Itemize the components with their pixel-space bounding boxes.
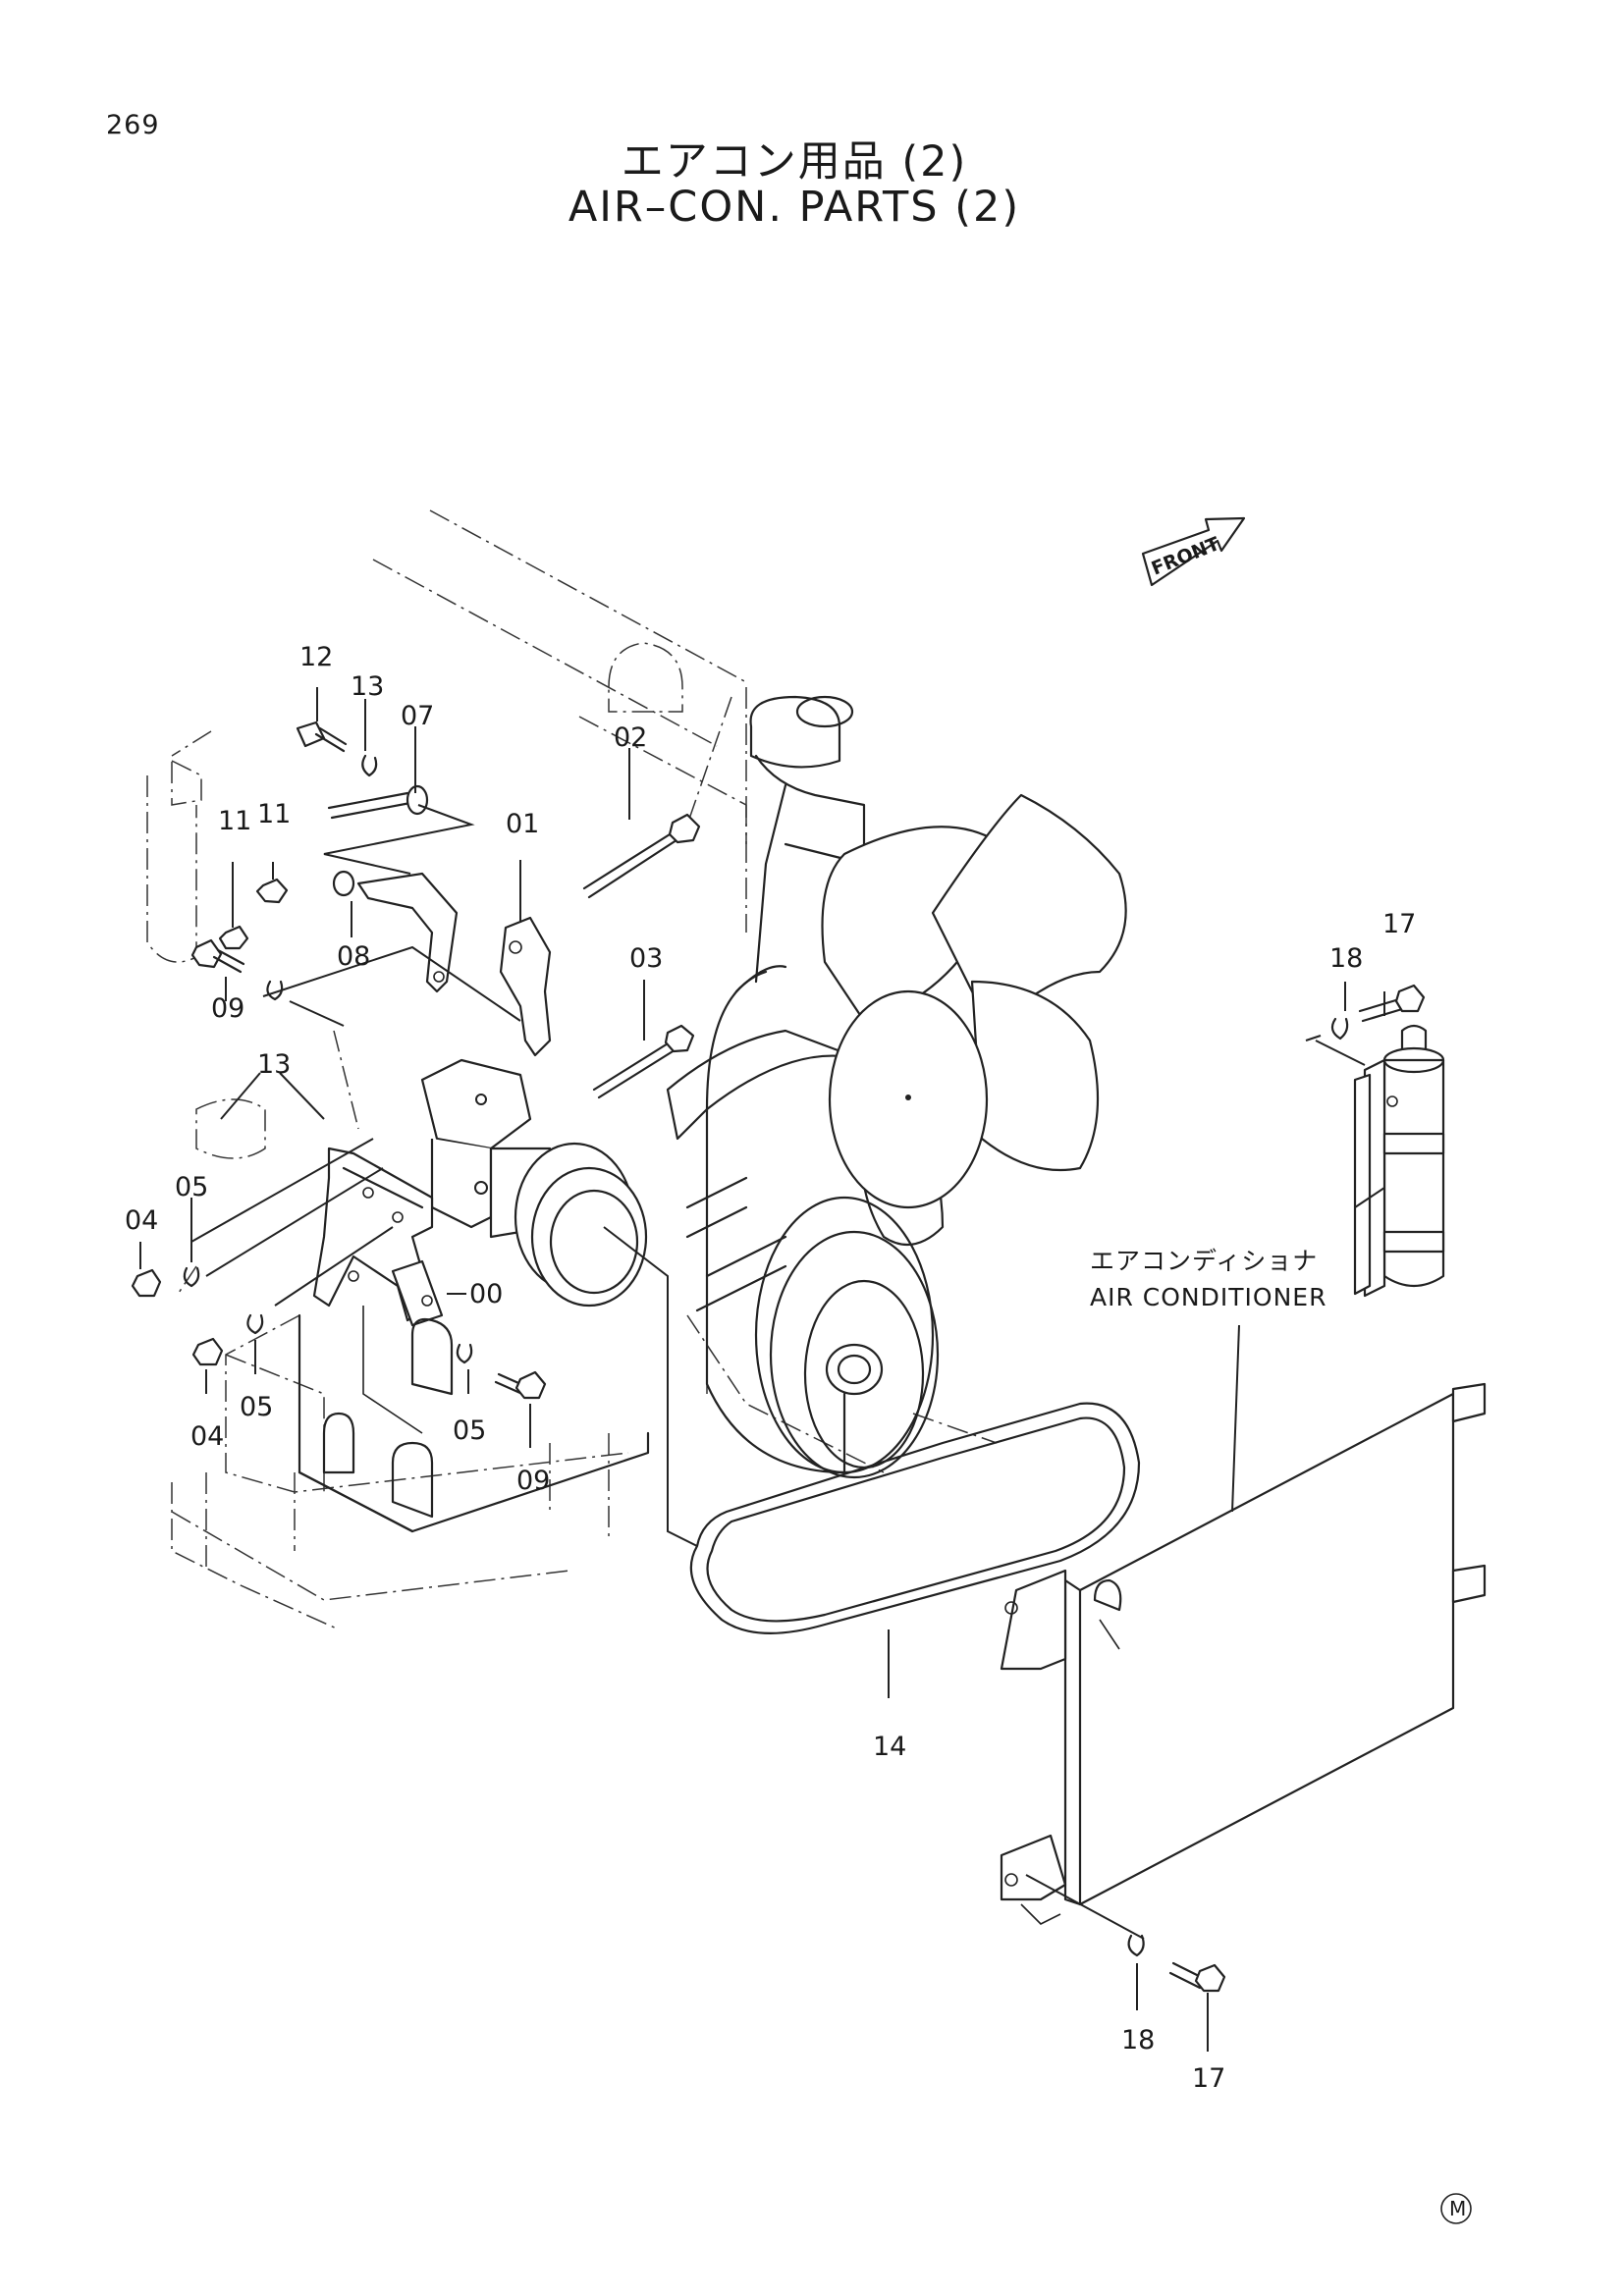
part-label: 02 <box>614 722 647 753</box>
fasteners <box>131 721 1426 1993</box>
mounting-base <box>298 1306 650 1533</box>
air-conditioner-callout-jp: エアコンディショナ <box>1090 1247 1318 1275</box>
receiver-drier <box>1353 1024 1445 1298</box>
v-belt <box>689 1402 1141 1634</box>
page-title-japanese: エアコン用品 (2) <box>621 137 968 187</box>
front-label: FRONT <box>1149 533 1223 580</box>
part-label: 18 <box>1121 2025 1155 2056</box>
adjusting-plate <box>356 872 552 1057</box>
part-label: 09 <box>516 1466 550 1496</box>
part-label: 04 <box>190 1421 224 1452</box>
footer-mark: M <box>1440 2193 1472 2224</box>
water-outlet <box>749 695 866 984</box>
part-label: 05 <box>175 1172 208 1202</box>
part-label: 09 <box>211 993 244 1024</box>
ac-compressor <box>420 1058 648 1308</box>
part-number-labels: 12 13 07 02 11 11 01 08 09 03 13 05 04 0… <box>125 642 1416 2094</box>
part-label: 01 <box>506 809 539 839</box>
part-label: 00 <box>469 1279 503 1309</box>
part-label: 18 <box>1329 943 1363 974</box>
cooling-fan <box>666 793 1127 1479</box>
part-label: 13 <box>257 1049 291 1080</box>
part-label: 14 <box>873 1732 906 1762</box>
part-label: 11 <box>218 806 251 836</box>
part-label: 11 <box>257 799 291 829</box>
part-label: 04 <box>125 1205 158 1236</box>
condenser <box>1000 1382 1487 1925</box>
page-number: 269 <box>106 110 160 140</box>
air-conditioner-callout-en: AIR CONDITIONER <box>1090 1283 1326 1311</box>
part-label: 03 <box>629 943 663 974</box>
page-title-english: AIR–CON. PARTS (2) <box>568 183 1021 232</box>
part-label: 07 <box>401 701 434 731</box>
part-label: 17 <box>1192 2063 1225 2094</box>
part-label: 05 <box>240 1392 273 1422</box>
leader-lines <box>139 687 1385 2052</box>
part-label: 13 <box>351 671 384 702</box>
footer-mark-letter: M <box>1449 2197 1466 2220</box>
part-label: 05 <box>453 1415 486 1446</box>
part-label: 12 <box>299 642 333 672</box>
part-label: 08 <box>337 941 370 972</box>
part-label: 17 <box>1382 909 1416 939</box>
front-arrow-icon: FRONT <box>1141 516 1246 587</box>
